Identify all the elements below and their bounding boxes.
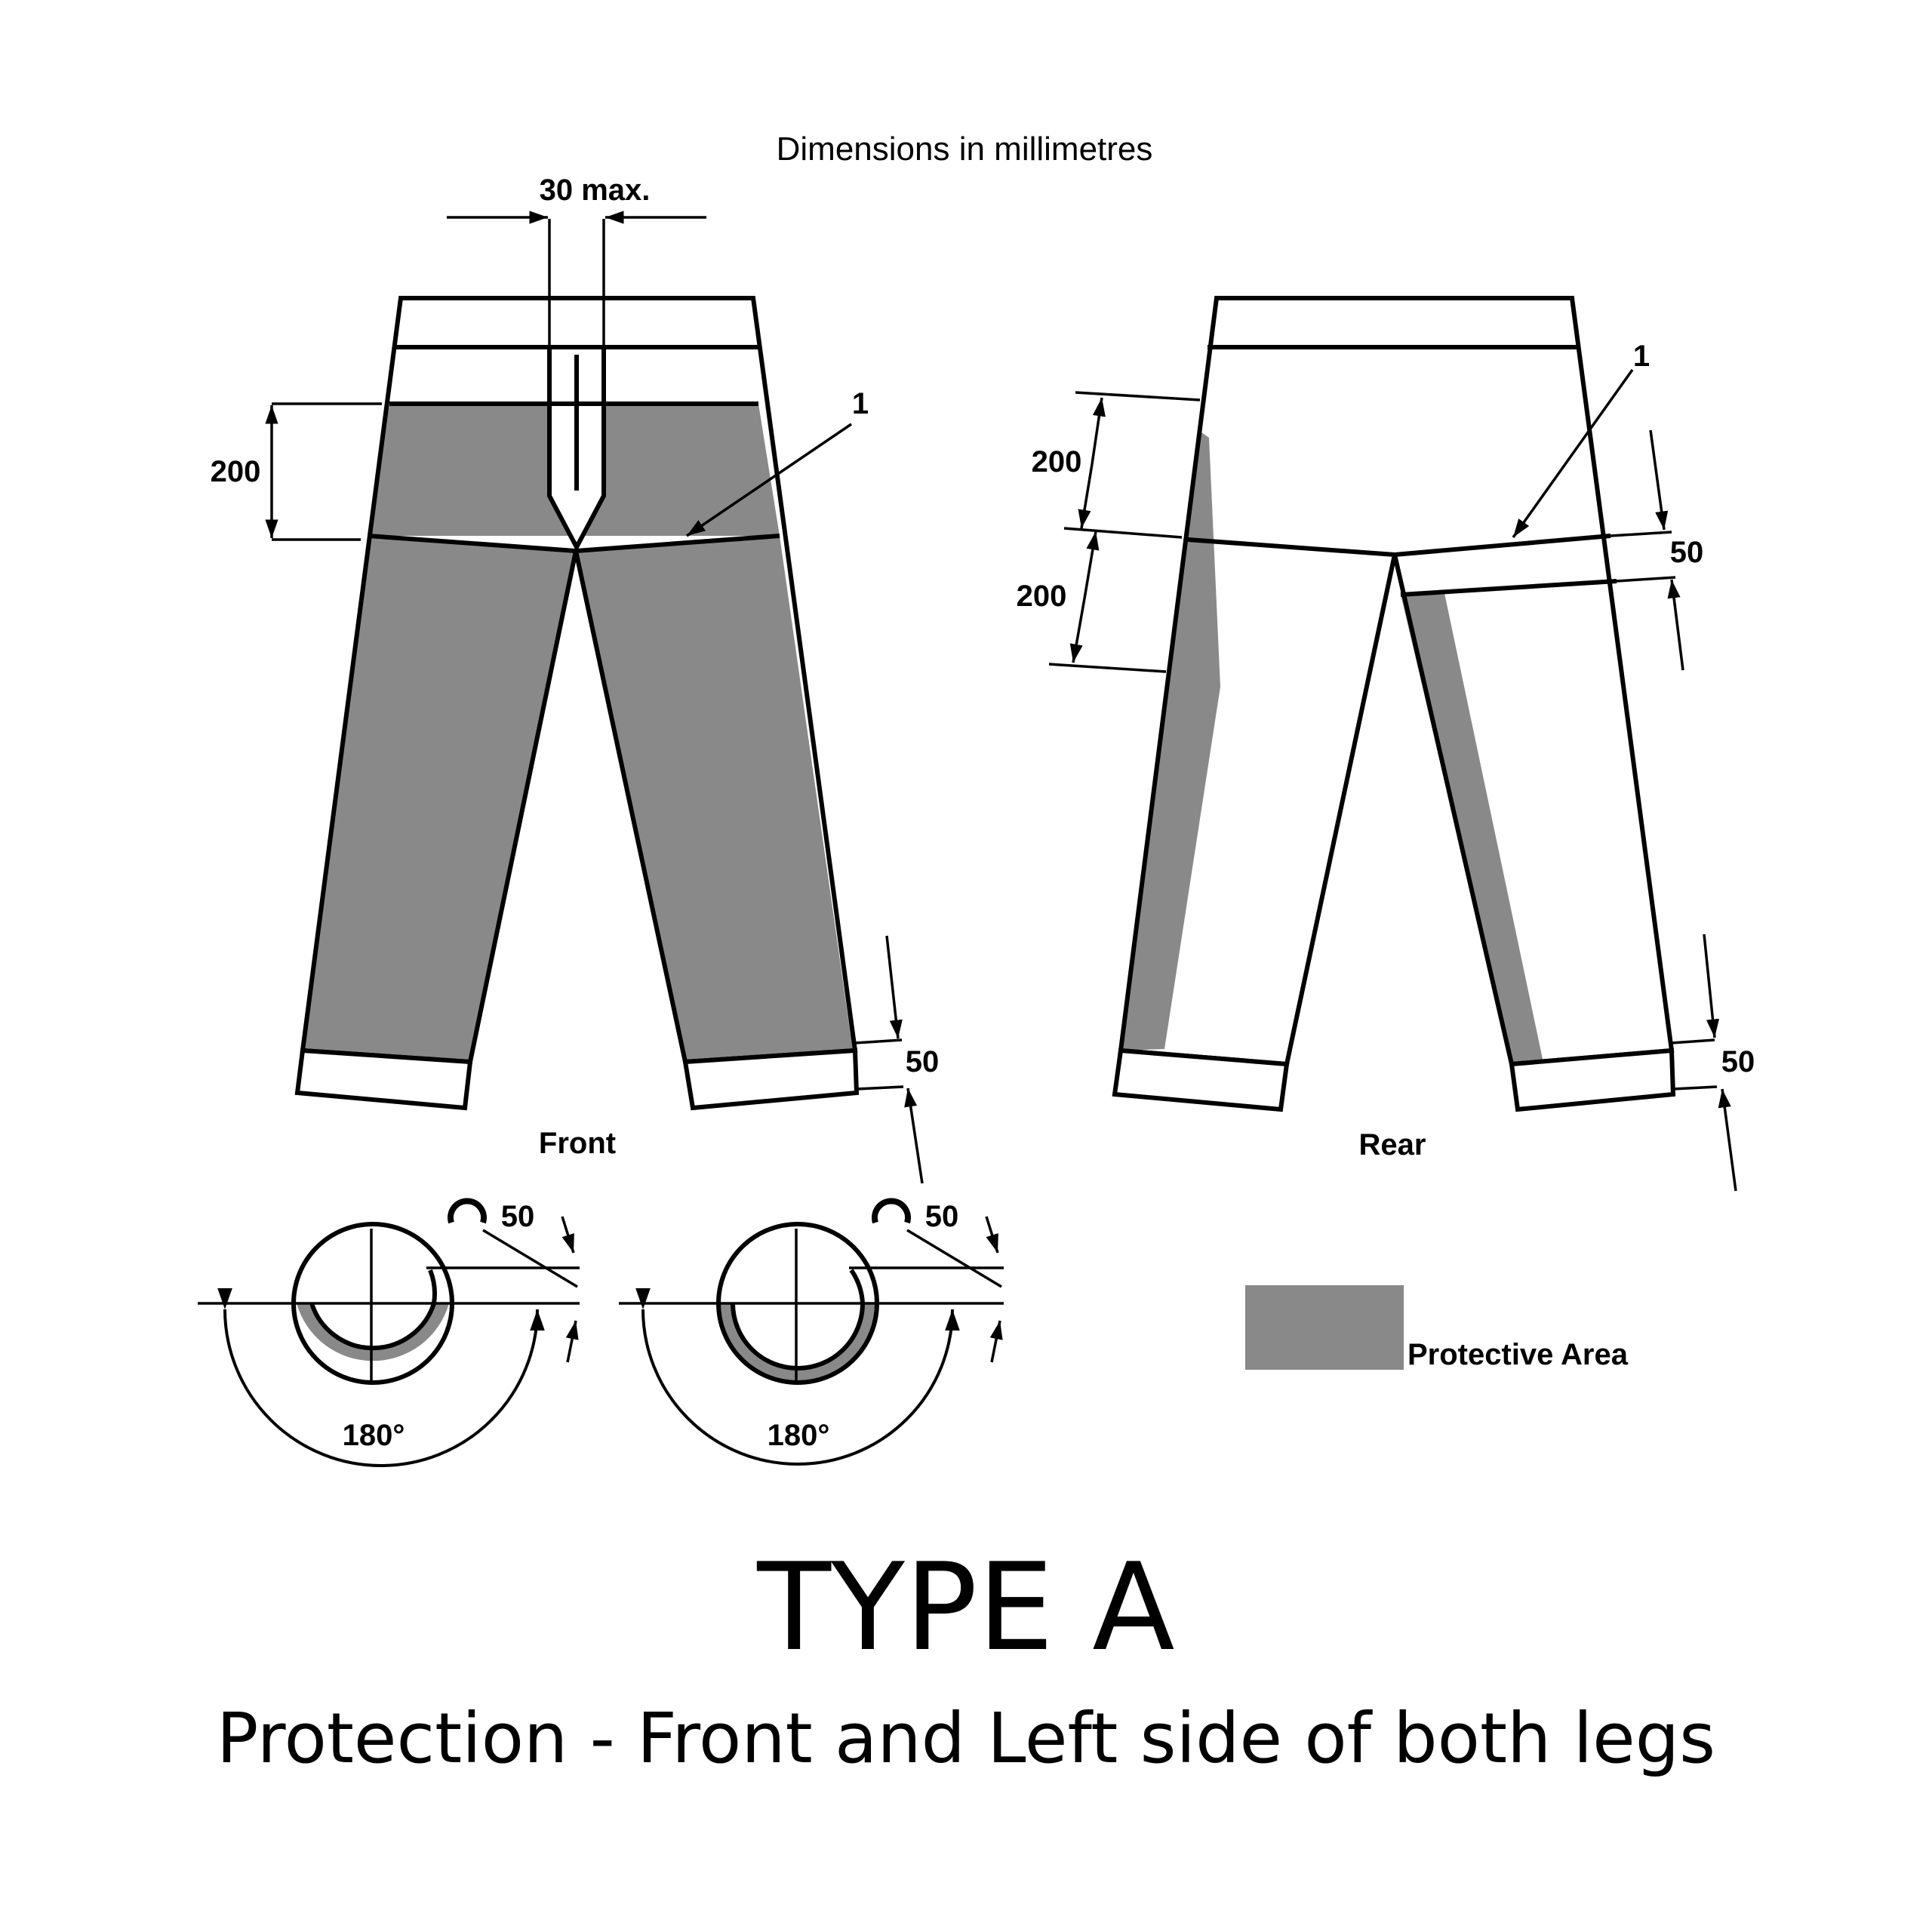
front-view-label: Front	[539, 1127, 616, 1160]
rear-lower-zone-label: 200	[1017, 580, 1067, 613]
front-callout-label: 1	[852, 387, 869, 420]
legend-swatch	[1245, 1285, 1404, 1370]
front-protective-left-leg	[303, 536, 576, 1062]
front-protective-right-leg	[576, 536, 853, 1062]
leg-section-right: 50 180°	[619, 1198, 1004, 1466]
rear-right-cuff	[1509, 1048, 1676, 1112]
rear-upper-zone-label: 200	[1032, 445, 1082, 478]
section-left-angle-label: 180°	[343, 1419, 405, 1452]
section-left-protective-band	[297, 1303, 449, 1361]
front-right-cuff	[682, 1048, 860, 1111]
units-note: Dimensions in millimetres	[777, 131, 1153, 168]
section-left-overlap-label: 50	[501, 1200, 535, 1233]
front-fly-width-label: 30 max.	[540, 174, 651, 207]
rear-view-label: Rear	[1359, 1128, 1426, 1161]
page-title: TYPE A	[756, 1537, 1174, 1678]
legend-label: Protective Area	[1407, 1338, 1629, 1371]
rear-protective-right-strip	[1401, 593, 1543, 1064]
section-right-protective-band	[718, 1303, 878, 1383]
leg-section-left: 50 180°	[198, 1198, 580, 1467]
front-waist-zone-label: 200	[211, 455, 261, 488]
front-view: 30 max. 200 1 50 Front	[211, 174, 940, 1184]
rear-protective-left-strip	[1120, 430, 1220, 1051]
rear-callout-label: 1	[1633, 340, 1650, 373]
rear-view: 200 200 1 50 50 Rear	[1017, 296, 1755, 1192]
page-subtitle: Protection - Front and Left side of both…	[217, 1698, 1715, 1779]
front-hem-zone-label: 50	[906, 1045, 940, 1078]
rear-left-cuff	[1112, 1048, 1290, 1112]
legend: Protective Area	[1245, 1285, 1629, 1371]
rear-hem-zone-label: 50	[1721, 1045, 1755, 1078]
rear-crotch-zone-label: 50	[1670, 536, 1704, 569]
section-right-overlap-label: 50	[925, 1200, 959, 1233]
section-right-angle-label: 180°	[768, 1419, 830, 1452]
front-left-cuff	[294, 1048, 473, 1111]
